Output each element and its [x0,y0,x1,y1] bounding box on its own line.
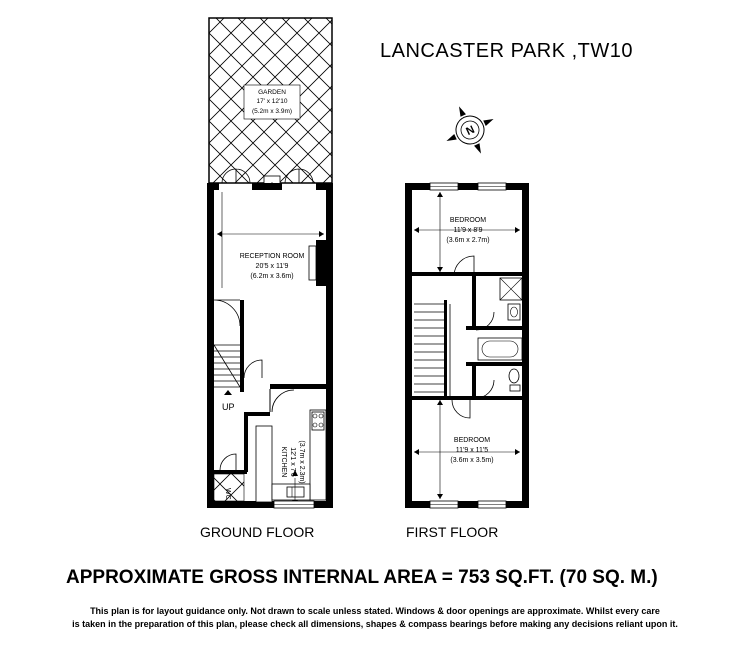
garden-door-left [221,168,251,184]
kitchen-wall-top [270,384,326,389]
wc-room [213,473,245,502]
first-staircase [414,303,451,396]
bedroom1-metric: (3.6m x 2.7m) [446,237,489,244]
chimney-breast [316,240,328,286]
kitchen-wall-left [244,412,248,472]
first-wc-wall [466,362,522,366]
disclaimer-line-1: This plan is for layout guidance only. N… [90,606,660,616]
kitchen-sink [286,486,305,498]
wc-wall [207,470,247,474]
kitchen-name: KITCHEN [280,447,287,478]
compass-icon: N [446,106,494,154]
ground-floor-label: GROUND FLOOR [200,524,315,540]
ground-stair-wall [240,300,244,392]
kitchen-worktop-left [255,425,273,503]
first-stair-wall [444,300,447,396]
first-outer-wall-right [522,183,529,508]
reception-imperial: 20'5 x 11'9 [256,263,289,270]
wc-label: WC [224,488,231,500]
first-outer-wall-top [405,183,529,190]
bedroom1-imperial: 11'9 x 8'9 [453,227,482,234]
ground-outer-wall-top-mid [252,183,282,190]
property-title: LANCASTER PARK ,TW10 [380,40,634,62]
floor-plan-drawing: GARDEN 17' x 12'10 (5.2m x 3.9m) RECEPTI… [207,17,529,509]
first-floor-plan: BEDROOM 11'9 x 8'9 (3.6m x 2.7m) [405,182,529,509]
bedroom2-imperial: 11'9 x 11'5 [456,447,488,454]
toilet [508,368,520,384]
stairs-up-label: UP [222,402,235,412]
hob [311,411,325,431]
ground-outer-wall-bottom [207,501,333,508]
garden-label-box [243,84,301,120]
garden-door-right [284,168,314,184]
basin [507,303,521,321]
bedroom2-name: BEDROOM [454,437,490,444]
first-outer-wall-bottom [405,501,529,508]
garden-name: GARDEN [258,89,286,96]
garden-imperial: 17' x 12'10 [256,98,287,105]
bedroom2-metric: (3.6m x 3.5m) [450,457,493,464]
gross-internal-area: APPROXIMATE GROSS INTERNAL AREA = 753 SQ… [66,567,658,588]
ground-floor-plan: GARDEN 17' x 12'10 (5.2m x 3.9m) RECEPTI… [207,17,333,509]
bathroom-wall-mid [466,326,522,330]
ground-outer-wall-right [326,183,333,508]
ground-outer-wall-top-right [316,183,333,190]
reception-metric: (6.2m x 3.6m) [250,273,293,280]
ground-outer-wall-left [207,183,214,508]
kitchen-imperial: 12'1 x 7'6 [289,447,296,477]
ground-outer-wall-top-left [207,183,219,190]
first-floor-label: FIRST FLOOR [406,524,499,540]
bathroom-wall-left [472,276,476,326]
bedroom1-wall-bottom [412,272,522,276]
first-outer-wall-left [405,183,412,508]
kitchen-metric: (3.7m x 2.3m) [298,440,305,483]
reception-name: RECEPTION ROOM [240,253,305,260]
kitchen-worktop-right [309,409,327,501]
bedroom2-wall-top [412,396,522,400]
disclaimer-line-2: is taken in the preparation of this plan… [72,619,678,629]
garden-metric: (5.2m x 3.9m) [252,108,292,115]
bedroom1-name: BEDROOM [450,217,486,224]
ground-staircase [213,344,241,388]
